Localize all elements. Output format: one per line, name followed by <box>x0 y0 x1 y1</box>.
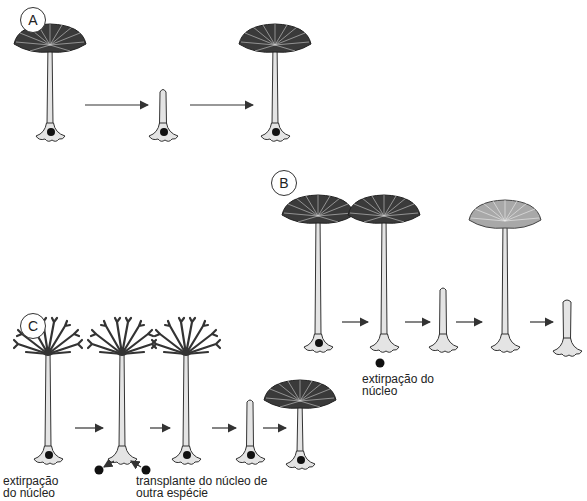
annotation: extirpação do núcleo <box>3 475 75 499</box>
annotation: extirpação do núcleo <box>362 373 442 397</box>
panel-letter: B <box>279 175 288 191</box>
panel-letter: C <box>28 318 38 334</box>
panel-letter-circle: B <box>271 170 297 196</box>
panel-letter-circle: C <box>20 313 46 339</box>
panel-letter: A <box>28 12 37 28</box>
annotation: transplante do núcleo de outra espécie <box>136 475 286 499</box>
panel-letter-circle: A <box>20 7 46 33</box>
